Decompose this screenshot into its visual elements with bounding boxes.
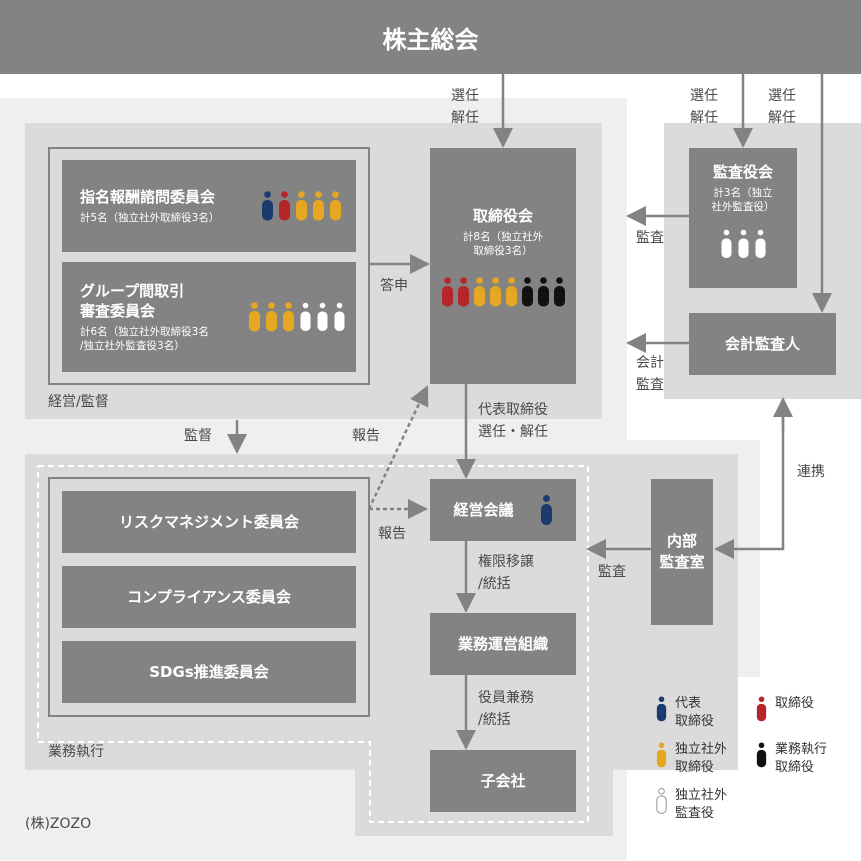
red-person-icon xyxy=(457,276,469,307)
legend-item: 業務執行 取締役 xyxy=(756,741,827,777)
audit-board-title: 監査役会 xyxy=(712,163,773,181)
red-person-icon xyxy=(279,191,290,221)
red-person-icon xyxy=(756,696,767,722)
legend-label: 独立社外 取締役 xyxy=(675,742,728,776)
arrow-report-board xyxy=(367,385,429,510)
board-people xyxy=(441,276,566,307)
subsidiaries: 子会社 xyxy=(430,750,576,812)
nomination-title: 指名報酬諮問委員会 xyxy=(80,187,216,206)
yellow-person-icon xyxy=(505,276,517,307)
label-delegation: 権限移譲 /統括 xyxy=(478,554,534,592)
representative-director-icon xyxy=(540,495,552,525)
board-of-directors: 取締役会 計8名（独立社外 取締役3名） xyxy=(430,148,576,384)
legend: 代表 取締役 取締役独立社外 取締役 業務執行 取締役独立社外 監査役 xyxy=(656,695,856,835)
label-elect3: 選任 解任 xyxy=(768,88,796,126)
legend-item: 取締役 xyxy=(756,695,814,723)
risk-title: リスクマネジメント委員会 xyxy=(118,512,299,531)
yellow-person-icon xyxy=(313,191,324,221)
legend-item: 代表 取締役 xyxy=(656,695,714,731)
sdgs-title: SDGs推進委員会 xyxy=(149,662,269,681)
company-name: (株)ZOZO xyxy=(25,816,92,832)
black-person-icon xyxy=(553,276,565,307)
legend-label: 取締役 xyxy=(775,696,815,711)
white-person-icon xyxy=(754,228,766,259)
group-sub: 計6名（独立社外取締役3名 /独立社外監査役3名） xyxy=(80,326,209,353)
shareholders-meeting: 株主総会 xyxy=(0,0,861,74)
internal-audit-title: 内部 監査室 xyxy=(659,532,705,571)
label-renkei: 連携 xyxy=(797,464,825,480)
accounting-auditor-title: 会計監査人 xyxy=(724,334,800,353)
white-person-icon xyxy=(316,302,329,332)
compliance-title: コンプライアンス委員会 xyxy=(127,587,291,606)
blue-person-icon xyxy=(262,191,273,221)
label-elect1: 選任 解任 xyxy=(451,88,479,126)
audit-board-people xyxy=(720,228,767,259)
yellow-person-icon xyxy=(330,191,341,221)
board-title: 取締役会 xyxy=(472,207,533,225)
operations-organization: 業務運営組織 xyxy=(430,613,576,675)
label-toushin: 答申 xyxy=(380,278,408,294)
subsidiaries-title: 子会社 xyxy=(480,771,526,790)
yellow-person-icon xyxy=(249,302,260,332)
board-sub: 計8名（独立社外 取締役3名） xyxy=(462,231,544,258)
black-person-icon xyxy=(756,742,767,768)
red-person-icon xyxy=(441,276,453,307)
legend-label: 独立社外 監査役 xyxy=(675,788,728,822)
sdgs-committee: SDGs推進委員会 xyxy=(62,641,356,703)
blue-person-icon xyxy=(656,696,667,722)
nomination-sub: 計5名（独立社外取締役3名） xyxy=(80,212,220,225)
white-person-icon xyxy=(656,788,667,814)
black-person-icon xyxy=(537,276,549,307)
label-kantoku: 監督 xyxy=(184,428,212,444)
white-person-icon xyxy=(720,228,732,259)
audit-board: 監査役会 計3名（独立 社外監査役） xyxy=(689,148,797,288)
yellow-person-icon xyxy=(283,302,294,332)
legend-item: 独立社外 取締役 xyxy=(656,741,727,777)
audit-board-sub: 計3名（独立 社外監査役） xyxy=(711,187,775,214)
shareholders-title: 株主総会 xyxy=(382,25,479,54)
nomination-people xyxy=(261,191,342,221)
white-person-icon xyxy=(333,302,346,332)
legend-label: 業務執行 取締役 xyxy=(775,742,828,776)
black-person-icon xyxy=(521,276,533,307)
legend-label: 代表 取締役 xyxy=(675,696,715,730)
label-rep-elect: 代表取締役 選任・解任 xyxy=(478,402,548,440)
arrow-renkei-down xyxy=(714,402,785,559)
yellow-person-icon xyxy=(473,276,485,307)
yellow-person-icon xyxy=(266,302,277,332)
risk-management-committee: リスクマネジメント委員会 xyxy=(62,491,356,553)
label-elect2: 選任 解任 xyxy=(690,88,718,126)
zone-label-management: 経営/監督 xyxy=(48,394,109,410)
yellow-person-icon xyxy=(296,191,307,221)
label-officer: 役員兼務 /統括 xyxy=(478,690,534,728)
internal-audit-office: 内部 監査室 xyxy=(651,479,713,625)
compliance-committee: コンプライアンス委員会 xyxy=(62,566,356,628)
group-title: グループ間取引 審査委員会 xyxy=(80,281,185,320)
management-meeting-title: 経営会議 xyxy=(453,500,514,519)
zone-label-execution: 業務執行 xyxy=(48,744,104,760)
yellow-person-icon xyxy=(656,742,667,768)
label-kansa-kaikei: 会計 監査 xyxy=(636,355,664,393)
management-meeting: 経営会議 xyxy=(430,479,576,541)
group-people xyxy=(248,302,346,332)
white-person-icon xyxy=(299,302,312,332)
label-houkoku1: 報告 xyxy=(352,428,380,444)
operations-title: 業務運営組織 xyxy=(457,634,548,653)
group-transaction-committee: グループ間取引 審査委員会 計6名（独立社外取締役3名 /独立社外監査役3名） xyxy=(62,262,356,372)
white-person-icon xyxy=(737,228,749,259)
nomination-committee: 指名報酬諮問委員会 計5名（独立社外取締役3名） xyxy=(62,160,356,252)
yellow-person-icon xyxy=(489,276,501,307)
accounting-auditor: 会計監査人 xyxy=(689,313,836,375)
label-houkoku2: 報告 xyxy=(378,526,406,542)
label-kansa-internal: 監査 xyxy=(598,564,626,580)
legend-item: 独立社外 監査役 xyxy=(656,787,727,823)
label-kansa1: 監査 xyxy=(636,230,664,246)
